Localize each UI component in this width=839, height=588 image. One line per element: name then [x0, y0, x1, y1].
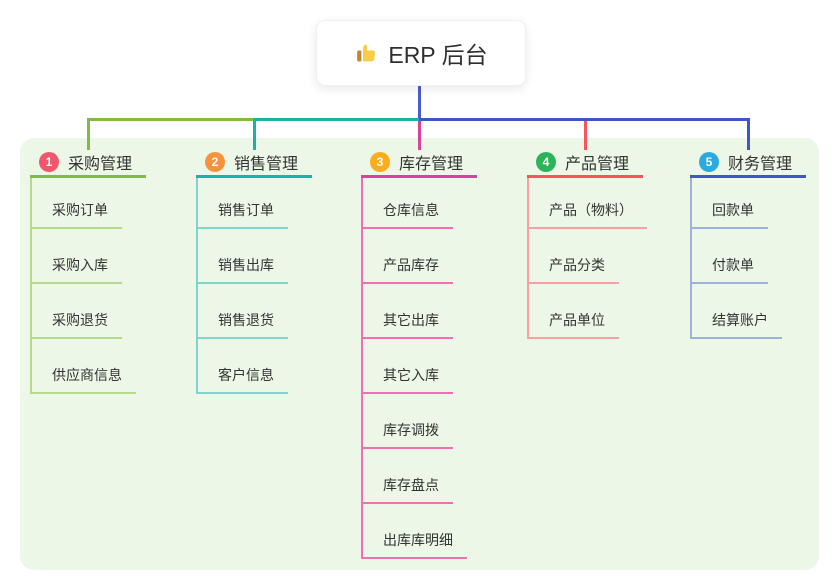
branch-2: 2 销售管理销售订单销售出库销售退货客户信息 [196, 148, 312, 394]
branch-number-badge: 4 [536, 151, 556, 172]
branch-number-badge: 3 [370, 151, 390, 172]
child-node: 采购订单 [32, 178, 146, 229]
child-node-label[interactable]: 产品（物料） [529, 200, 647, 229]
child-node: 产品单位 [529, 284, 643, 339]
child-node-label[interactable]: 库存盘点 [363, 475, 453, 504]
child-node-label[interactable]: 销售退货 [198, 310, 288, 339]
child-node-label[interactable]: 采购入库 [32, 255, 122, 284]
child-node-label[interactable]: 产品库存 [363, 255, 453, 284]
child-node: 产品库存 [363, 229, 477, 284]
child-node: 销售退货 [198, 284, 312, 339]
child-node-label[interactable]: 付款单 [692, 255, 768, 284]
child-node-label[interactable]: 回款单 [692, 200, 768, 229]
branches-panel [20, 138, 819, 570]
child-node-label[interactable]: 其它出库 [363, 310, 453, 339]
child-node-label[interactable]: 出库库明细 [363, 530, 467, 559]
child-node-label[interactable]: 供应商信息 [32, 365, 136, 394]
branch-children: 采购订单采购入库采购退货供应商信息 [30, 178, 146, 394]
branch-number-badge: 5 [699, 151, 719, 172]
branch-children: 回款单付款单结算账户 [690, 178, 806, 339]
child-node: 库存调拨 [363, 394, 477, 449]
child-node: 产品（物料） [529, 178, 647, 229]
connector-trunk-left-green [87, 118, 256, 121]
connector-drop-branch-3 [418, 121, 421, 150]
child-node: 销售出库 [198, 229, 312, 284]
branch-title-3[interactable]: 3 库存管理 [361, 148, 477, 178]
child-node: 库存盘点 [363, 449, 477, 504]
branch-1: 1 采购管理采购订单采购入库采购退货供应商信息 [30, 148, 146, 394]
child-node: 客户信息 [198, 339, 312, 394]
child-node-label[interactable]: 销售出库 [198, 255, 288, 284]
child-node-label[interactable]: 销售订单 [198, 200, 288, 229]
branch-title-label: 采购管理 [68, 155, 133, 173]
child-node: 回款单 [692, 178, 806, 229]
branch-3: 3 库存管理仓库信息产品库存其它出库其它入库库存调拨库存盘点出库库明细 [361, 148, 477, 559]
branch-number-badge: 2 [205, 151, 225, 172]
child-node: 采购入库 [32, 229, 146, 284]
child-node: 供应商信息 [32, 339, 146, 394]
child-node: 付款单 [692, 229, 806, 284]
branch-title-label: 销售管理 [234, 155, 299, 173]
child-node: 采购退货 [32, 284, 146, 339]
connector-drop-branch-4 [584, 121, 587, 150]
root-node[interactable]: ERP 后台 [316, 20, 526, 86]
connector-drop-branch-5 [747, 121, 750, 150]
child-node-label[interactable]: 产品分类 [529, 255, 619, 284]
child-node: 其它入库 [363, 339, 477, 394]
child-node: 其它出库 [363, 284, 477, 339]
child-node: 仓库信息 [363, 178, 477, 229]
child-node-label[interactable]: 采购退货 [32, 310, 122, 339]
branch-number-badge: 1 [39, 151, 59, 172]
branch-children: 仓库信息产品库存其它出库其它入库库存调拨库存盘点出库库明细 [361, 178, 477, 559]
child-node: 出库库明细 [363, 504, 477, 559]
connector-root-stem [418, 84, 421, 121]
branch-4: 4 产品管理产品（物料） 产品分类产品单位 [527, 148, 647, 339]
child-node-label[interactable]: 仓库信息 [363, 200, 453, 229]
branch-title-1[interactable]: 1 采购管理 [30, 148, 146, 178]
child-node-label[interactable]: 其它入库 [363, 365, 453, 394]
child-node-label[interactable]: 采购订单 [32, 200, 122, 229]
connector-trunk-left-teal [253, 118, 419, 121]
connector-drop-branch-2 [253, 121, 256, 150]
child-node-label[interactable]: 结算账户 [692, 310, 782, 339]
child-node: 销售订单 [198, 178, 312, 229]
branch-title-4[interactable]: 4 产品管理 [527, 148, 643, 178]
branch-5: 5 财务管理回款单付款单结算账户 [690, 148, 806, 339]
branch-title-label: 财务管理 [728, 155, 793, 173]
connector-drop-branch-1 [87, 121, 90, 150]
child-node-label[interactable]: 产品单位 [529, 310, 619, 339]
thumbs-up-icon [354, 41, 378, 65]
branch-title-label: 库存管理 [399, 155, 464, 173]
child-node: 产品分类 [529, 229, 643, 284]
branch-children: 产品（物料） 产品分类产品单位 [527, 178, 647, 339]
branch-title-5[interactable]: 5 财务管理 [690, 148, 806, 178]
branch-title-2[interactable]: 2 销售管理 [196, 148, 312, 178]
child-node-label[interactable]: 库存调拨 [363, 420, 453, 449]
root-label: ERP 后台 [388, 42, 488, 68]
child-node: 结算账户 [692, 284, 806, 339]
branch-children: 销售订单销售出库销售退货客户信息 [196, 178, 312, 394]
connector-trunk-right-blue [419, 118, 750, 121]
branch-title-label: 产品管理 [565, 155, 630, 173]
child-node-label[interactable]: 客户信息 [198, 365, 288, 394]
